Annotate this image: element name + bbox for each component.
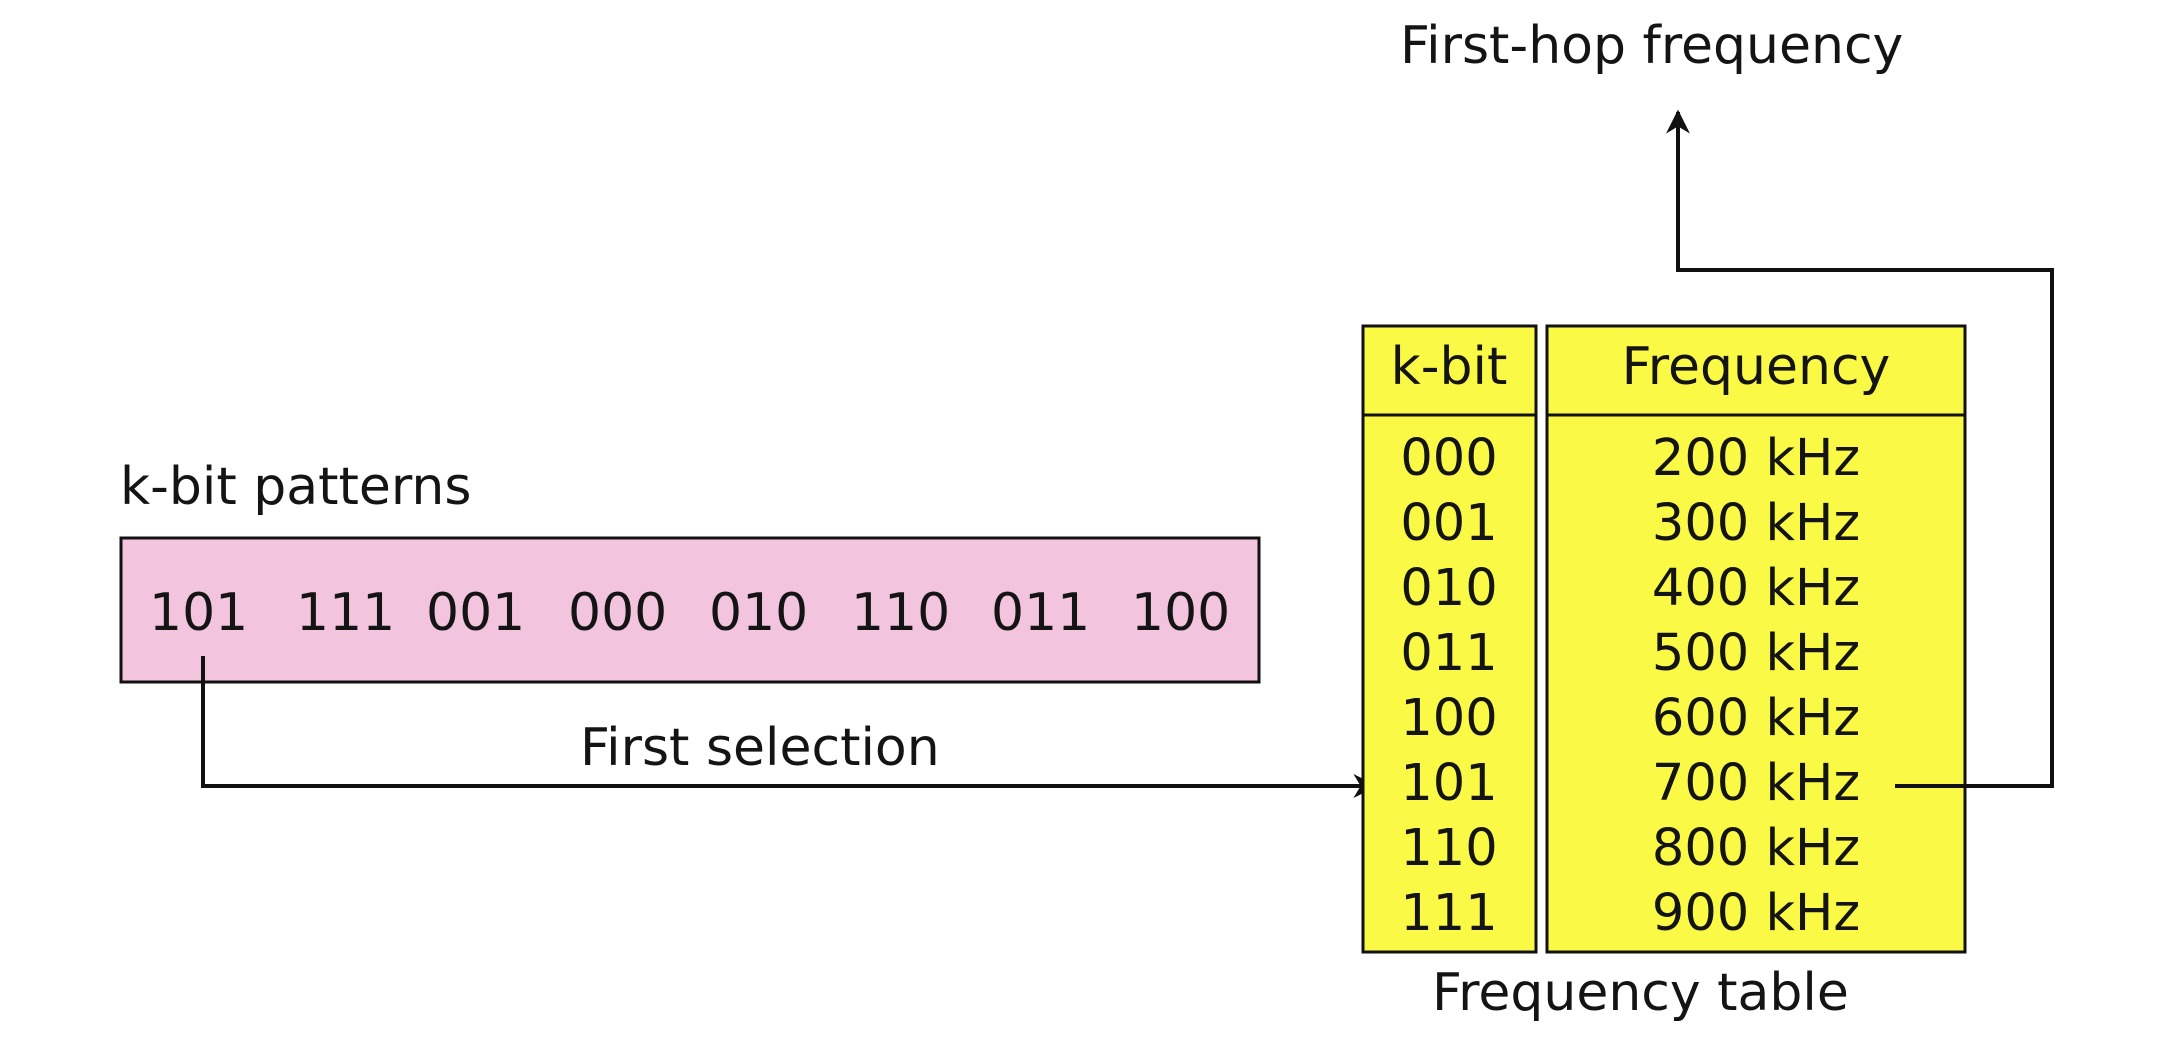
pattern-value: 111 <box>296 583 395 643</box>
pattern-value: 001 <box>426 583 525 643</box>
k-bit-cell: 011 <box>1400 624 1497 683</box>
frequency-table: k-bit Frequency 000 200 kHz 001 300 kHz … <box>1361 324 1967 954</box>
first-selection-arrow <box>201 656 1378 798</box>
k-bit-cell: 001 <box>1400 494 1497 553</box>
pattern-value: 011 <box>991 583 1090 643</box>
frequency-header: Frequency <box>1622 337 1891 397</box>
k-bit-patterns-box <box>119 536 1261 684</box>
k-bit-cell: 100 <box>1400 689 1497 748</box>
frequency-table-caption: Frequency table <box>1432 963 1849 1023</box>
pattern-value: 010 <box>709 583 808 643</box>
frequency-cell: 700 kHz <box>1652 754 1860 813</box>
frequency-cell: 400 kHz <box>1652 559 1860 618</box>
k-bit-column <box>1361 324 1538 954</box>
k-bit-patterns-label: k-bit patterns <box>120 457 471 517</box>
frequency-cell: 800 kHz <box>1652 819 1860 878</box>
frequency-column <box>1545 324 1967 954</box>
frequency-cell: 300 kHz <box>1652 494 1860 553</box>
frequency-cell: 500 kHz <box>1652 624 1860 683</box>
first-hop-arrow <box>1666 109 2054 788</box>
pattern-value: 101 <box>149 583 248 643</box>
k-bit-cell: 110 <box>1400 819 1497 878</box>
first-selection-label: First selection <box>580 718 940 778</box>
k-bit-cell: 000 <box>1400 429 1497 488</box>
frequency-cell: 900 kHz <box>1652 884 1860 943</box>
pattern-value: 000 <box>568 583 667 643</box>
k-bit-cell: 010 <box>1400 559 1497 618</box>
pattern-value: 110 <box>851 583 950 643</box>
frequency-cell: 200 kHz <box>1652 429 1860 488</box>
frequency-cell: 600 kHz <box>1652 689 1860 748</box>
k-bit-pattern-values: 101 111 001 000 010 110 011 100 <box>149 583 1230 643</box>
k-bit-cell: 101 <box>1400 754 1497 813</box>
first-hop-frequency-label: First-hop frequency <box>1400 16 1903 76</box>
pattern-value: 100 <box>1131 583 1230 643</box>
k-bit-cell: 111 <box>1400 884 1497 943</box>
k-bit-header: k-bit <box>1391 337 1508 397</box>
